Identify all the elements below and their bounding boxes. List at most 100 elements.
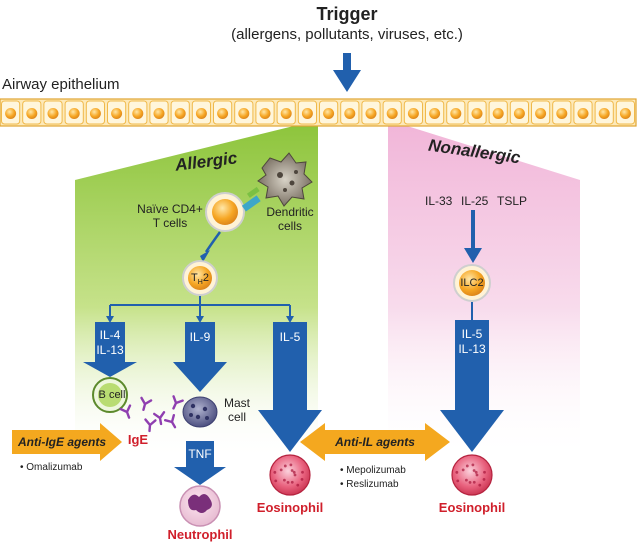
trigger-arrow bbox=[333, 53, 361, 92]
epithelial-nucleus bbox=[556, 108, 568, 119]
il5-allergic-label: IL-5 bbox=[279, 330, 301, 344]
eosinophil-granule bbox=[293, 473, 297, 477]
eosinophil-granule bbox=[286, 480, 290, 484]
ige-antibody bbox=[163, 413, 177, 429]
eosinophil-granule bbox=[475, 473, 479, 477]
th2-label: TH2 bbox=[191, 272, 209, 287]
th2-cell-icon bbox=[182, 260, 218, 296]
eosinophil-granule bbox=[292, 470, 296, 474]
eosinophil-granule bbox=[283, 464, 287, 468]
epithelial-nucleus bbox=[429, 108, 441, 119]
trigger-title: Trigger bbox=[316, 4, 378, 24]
eosinophil-granule bbox=[274, 479, 278, 483]
th2-branch-lines bbox=[109, 296, 291, 318]
eosinophil-allergic-icon bbox=[269, 454, 311, 496]
eosinophil-granule bbox=[300, 477, 304, 481]
eosinophil-granule bbox=[296, 483, 300, 487]
epithelial-nucleus bbox=[153, 108, 165, 119]
epithelial-nucleus bbox=[217, 108, 229, 119]
epithelial-nucleus bbox=[47, 108, 59, 119]
epithelial-nucleus bbox=[5, 108, 17, 119]
epithelial-nucleus bbox=[619, 108, 631, 119]
il33-label: IL-33 bbox=[425, 194, 453, 208]
epithelial-nucleus bbox=[450, 108, 462, 119]
b-cell-icon bbox=[92, 377, 128, 413]
ige-antibody bbox=[140, 396, 153, 411]
epithelial-nucleus bbox=[577, 108, 589, 119]
il4-il13-label: IL-4 IL-13 bbox=[96, 328, 124, 357]
il9-label: IL-9 bbox=[189, 330, 211, 344]
eosinophil-granule bbox=[290, 469, 294, 472]
arrow-naive-to-th2 bbox=[204, 231, 222, 253]
il5-il13-nonallergic-arrow bbox=[440, 320, 504, 452]
eosinophil-granule bbox=[478, 483, 482, 487]
il9-arrow bbox=[173, 322, 227, 392]
airway-epithelium bbox=[0, 98, 637, 127]
ilc2-cell-icon bbox=[453, 264, 491, 302]
cytokine-to-ilc2-arrow bbox=[464, 210, 482, 263]
tnf-arrow bbox=[174, 441, 226, 485]
eosinophil-granule bbox=[472, 469, 476, 472]
ige-antibody bbox=[119, 404, 132, 419]
epithelial-nucleus bbox=[280, 108, 292, 119]
eosinophil-granule bbox=[289, 463, 293, 467]
anti-il-label: Anti-IL agents bbox=[335, 435, 415, 449]
eosinophil-granule bbox=[290, 480, 294, 484]
eosinophil-granule bbox=[282, 478, 286, 482]
eosinophil-granule bbox=[464, 478, 468, 482]
eosinophil-granule bbox=[461, 468, 465, 472]
neutrophil-icon bbox=[179, 485, 221, 527]
eosinophil-granule bbox=[474, 470, 478, 474]
anti-ige-label: Anti-IgE agents bbox=[18, 435, 107, 449]
eosinophil-granule bbox=[279, 468, 283, 472]
epithelial-nucleus bbox=[174, 108, 186, 119]
epithelial-nucleus bbox=[365, 108, 377, 119]
epithelial-nucleus bbox=[68, 108, 80, 119]
neutrophil-label: Neutrophil bbox=[167, 527, 233, 542]
epithelial-nucleus bbox=[301, 108, 313, 119]
omalizumab-label: • Omalizumab bbox=[20, 462, 83, 473]
epithelial-nucleus bbox=[132, 108, 144, 119]
il25-label: IL-25 bbox=[461, 194, 489, 208]
ige-label: IgE bbox=[127, 432, 149, 447]
epithelial-nucleus bbox=[89, 108, 101, 119]
epithelial-nucleus bbox=[344, 108, 356, 119]
epithelial-nucleus bbox=[26, 108, 38, 119]
epithelial-nucleus bbox=[598, 108, 610, 119]
eosinophil-granule bbox=[465, 464, 469, 468]
epithelial-nucleus bbox=[492, 108, 504, 119]
epithelial-nucleus bbox=[471, 108, 483, 119]
eosinophil-allergic-label: Eosinophil bbox=[256, 500, 324, 515]
eosinophil-granule bbox=[468, 480, 472, 484]
b-cell-label: B cell bbox=[98, 389, 126, 401]
naive-t-cell-icon bbox=[205, 192, 245, 232]
tnf-label: TNF bbox=[188, 447, 212, 461]
epithelial-nucleus bbox=[513, 108, 525, 119]
epithelial-nucleus bbox=[195, 108, 207, 119]
eosinophil-nonallergic-icon bbox=[451, 454, 493, 496]
il5-il13-nonallergic-label: IL-5 IL-13 bbox=[458, 327, 486, 356]
anti-ige-arrow bbox=[12, 423, 122, 461]
eosinophil-granule bbox=[455, 470, 459, 474]
dendritic-cell-icon bbox=[257, 152, 313, 207]
eosinophil-granule bbox=[483, 470, 486, 474]
ige-antibody bbox=[172, 395, 184, 410]
eosinophil-granule bbox=[472, 480, 476, 484]
epithelial-nucleus bbox=[111, 108, 123, 119]
naive-t-cells-label: Naïve CD4+ T cells bbox=[137, 202, 203, 230]
il5-allergic-arrow bbox=[258, 322, 322, 452]
ige-antibody bbox=[144, 418, 157, 433]
epithelium-band bbox=[0, 98, 637, 127]
epithelial-nucleus bbox=[323, 108, 335, 119]
epithelium-label: Airway epithelium bbox=[2, 76, 120, 93]
eosinophil-granule bbox=[471, 463, 475, 467]
epithelial-nucleus bbox=[407, 108, 419, 119]
mast-cell-label: Mast cell bbox=[223, 396, 251, 424]
eosinophil-granule bbox=[456, 479, 460, 483]
ilc2-label: ILC2 bbox=[460, 277, 484, 289]
receptor-icon bbox=[241, 186, 261, 212]
anti-il-drugs: • Mepolizumab • Reslizumab bbox=[340, 465, 406, 490]
eosinophil-granule bbox=[301, 470, 304, 474]
